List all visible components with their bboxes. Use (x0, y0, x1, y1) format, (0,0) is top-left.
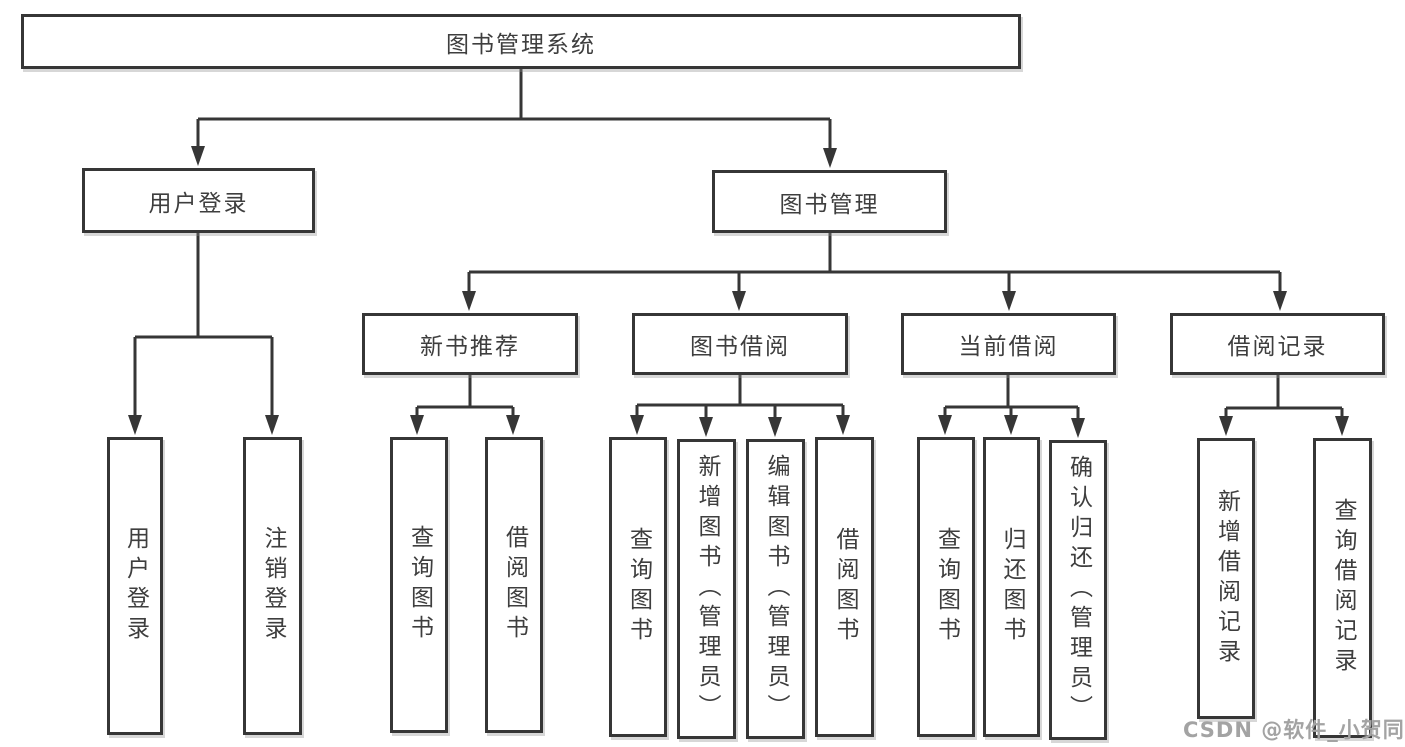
node-book-management: 图书管理 (712, 170, 947, 233)
node-label: 用户登录 (122, 526, 149, 646)
node-library-management-system: 图书管理系统 (21, 14, 1021, 69)
node-label: 图书管理系统 (446, 31, 596, 58)
leaf-query-books-3: 查询图书 (917, 437, 975, 737)
node-label: 新书推荐 (420, 334, 520, 360)
node-label: 借阅图书 (501, 525, 528, 645)
node-label: 查询图书 (406, 525, 433, 645)
node-label: 新增图书（管理员） (694, 454, 720, 724)
node-label: 注销登录 (260, 526, 286, 646)
leaf-return-books: 归还图书 (983, 437, 1040, 737)
node-label: 借阅记录 (1227, 334, 1328, 360)
leaf-add-borrow-record: 新增借阅记录 (1197, 438, 1255, 719)
node-label: 查询图书 (933, 527, 960, 647)
node-user-login: 用户登录 (82, 168, 315, 233)
leaf-query-books-2: 查询图书 (609, 437, 667, 737)
node-label: 用户登录 (148, 190, 249, 217)
node-label: 图书管理 (779, 191, 880, 218)
leaf-query-borrow-record: 查询借阅记录 (1313, 438, 1372, 738)
node-label: 新增借阅记录 (1213, 488, 1240, 669)
node-borrowing-records: 借阅记录 (1170, 313, 1385, 375)
leaf-edit-book-admin: 编辑图书（管理员） (746, 439, 805, 739)
leaf-logout: 注销登录 (243, 437, 302, 735)
leaf-user-login: 用户登录 (107, 437, 163, 735)
node-label: 查询借阅记录 (1330, 498, 1356, 678)
node-label: 当前借阅 (958, 334, 1059, 360)
leaf-query-books-1: 查询图书 (390, 437, 448, 733)
leaf-borrow-books-1: 借阅图书 (485, 437, 543, 733)
leaf-confirm-return-admin: 确认归还（管理员） (1049, 440, 1107, 740)
node-label: 归还图书 (999, 527, 1025, 647)
leaf-add-book-admin: 新增图书（管理员） (677, 439, 736, 739)
watermark: CSDN @软件_小贺同学 (1183, 718, 1405, 742)
node-book-borrowing: 图书借阅 (632, 313, 848, 375)
node-label: 编辑图书（管理员） (763, 454, 789, 724)
node-new-book-recommendation: 新书推荐 (362, 313, 578, 375)
node-label: 查询图书 (625, 527, 652, 647)
node-current-borrowing: 当前借阅 (901, 313, 1116, 375)
node-label: 借阅图书 (832, 527, 858, 647)
node-label: 图书借阅 (690, 334, 790, 360)
node-label: 确认归还（管理员） (1065, 455, 1092, 725)
leaf-borrow-books-2: 借阅图书 (815, 437, 874, 737)
